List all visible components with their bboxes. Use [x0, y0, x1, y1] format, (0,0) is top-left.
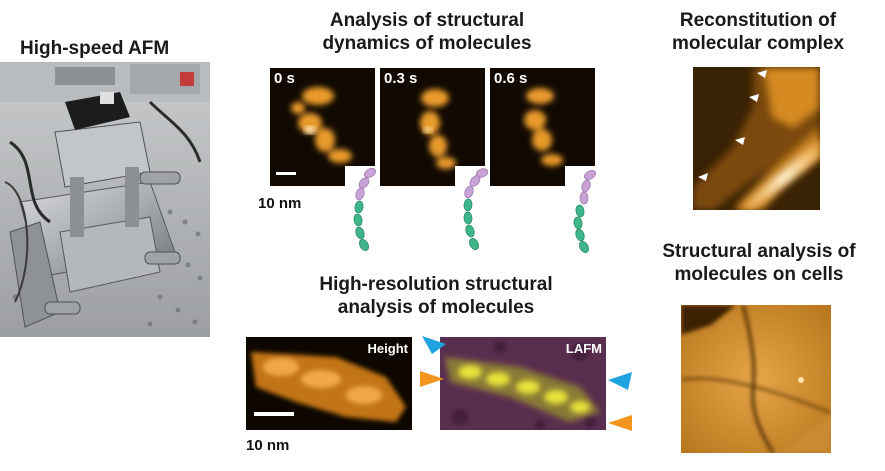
title-molecules-on-cells: Structural analysis of molecules on cell… — [646, 240, 872, 286]
afm-instrument-photo — [0, 62, 210, 337]
orange-arrow-icon — [608, 415, 632, 431]
reconstitution-afm-image — [693, 67, 820, 210]
height-afm-image: Height — [246, 337, 412, 430]
title-line: Structural analysis of — [662, 241, 856, 262]
lafm-image: LAFM — [440, 337, 606, 430]
title-line: molecules on cells — [674, 264, 844, 285]
title-line: Reconstitution of — [679, 10, 837, 31]
lafm-panel-label: LAFM — [565, 341, 602, 356]
title-line: analysis of molecules — [337, 297, 535, 318]
title-high-resolution: High-resolution structural analysis of m… — [296, 273, 576, 319]
molecule-schematic — [450, 165, 490, 260]
cells-afm-image — [681, 305, 831, 453]
title-line: Analysis of structural — [329, 10, 525, 31]
molecule-schematic — [340, 165, 380, 260]
afm-frame-0s: 0 s — [270, 68, 375, 186]
frame-timestamp: 0 s — [274, 70, 295, 87]
scale-bar-label: 10 nm — [258, 195, 302, 212]
title-line: High-resolution structural — [319, 274, 553, 295]
title-high-speed-afm: High-speed AFM — [20, 38, 170, 59]
blue-arrow-icon — [422, 336, 446, 354]
title-reconstitution: Reconstitution of molecular complex — [658, 9, 858, 55]
title-line: dynamics of molecules — [322, 33, 532, 54]
title-line: molecular complex — [671, 33, 845, 54]
frame-timestamp: 0.6 s — [494, 70, 528, 87]
blue-arrow-icon — [608, 372, 632, 390]
molecule-schematic — [560, 165, 600, 260]
height-panel-label: Height — [367, 341, 408, 356]
frame-timestamp: 0.3 s — [384, 70, 418, 87]
title-structural-dynamics: Analysis of structural dynamics of molec… — [296, 9, 558, 55]
scale-bar-label: 10 nm — [246, 437, 290, 454]
afm-frame-0-3s: 0.3 s — [380, 68, 485, 186]
orange-arrow-icon — [420, 371, 444, 387]
afm-frame-0-6s: 0.6 s — [490, 68, 595, 186]
